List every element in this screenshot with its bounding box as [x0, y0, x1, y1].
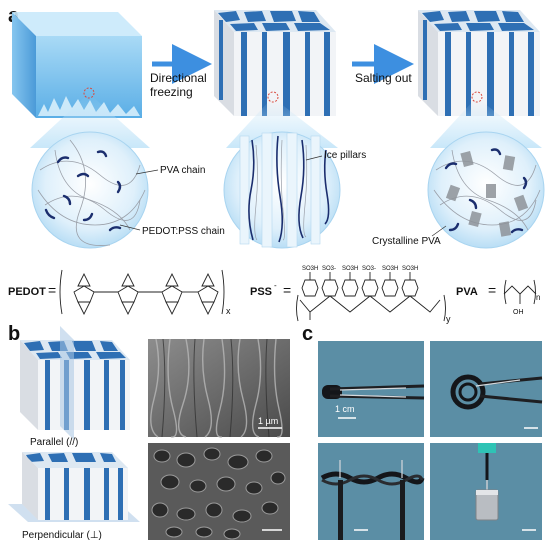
zoom-cone [30, 96, 150, 148]
panel-c-label: c [302, 323, 313, 345]
chemistry-row: PEDOT = x PSS - = [8, 266, 540, 324]
step-freezing: freezing [150, 85, 193, 99]
parallel-cube [20, 326, 130, 440]
callout-ice-pillars: Ice pillars [324, 150, 366, 161]
svg-text:=: = [48, 282, 56, 298]
sem-scale-label: 1 µm [258, 416, 278, 426]
parallel-plane [60, 326, 74, 440]
svg-text:=: = [488, 282, 496, 298]
label-parallel: Parallel (//) [30, 437, 78, 448]
salted-cube [418, 10, 540, 116]
panel-b-label: b [8, 323, 20, 345]
step-directional: Directional [150, 71, 207, 85]
precursor-cube [12, 12, 142, 118]
pss-group-4: SO3- [362, 266, 376, 272]
photo-scale-label: 1 cm [335, 404, 355, 414]
ice-pillars-circle [223, 131, 341, 249]
solution-circle [31, 131, 149, 249]
pss-group-3: SO3H [342, 266, 358, 272]
frozen-cube [214, 10, 336, 116]
svg-text:y: y [446, 314, 451, 324]
svg-text:n: n [536, 293, 540, 302]
callout-pedot-pss-chain: PEDOT:PSS chain [142, 226, 225, 237]
sem-image-parallel [148, 338, 290, 438]
sem-image-perpendicular [148, 443, 290, 540]
pedot-structure [59, 269, 225, 316]
pva-label: PVA [456, 286, 478, 298]
pva-structure [503, 279, 537, 305]
photo-twisted [318, 443, 425, 540]
photo-weight [430, 443, 542, 540]
photo-rolled [430, 341, 543, 437]
svg-text:OH: OH [513, 309, 524, 316]
zoom-cone [430, 100, 542, 148]
label-perpendicular: Perpendicular (⊥) [22, 530, 102, 541]
pss-label: PSS [250, 286, 272, 298]
pss-group-5: SO3H [382, 266, 398, 272]
svg-text:x: x [226, 306, 231, 316]
pss-structure [296, 272, 446, 322]
pedot-label: PEDOT [8, 286, 46, 298]
step-salting-out: Salting out [355, 71, 412, 85]
callout-crystalline-pva: Crystalline PVA [372, 236, 441, 247]
svg-text:=: = [283, 282, 291, 298]
photo-folded [318, 341, 425, 437]
pss-group-1: SO3H [302, 266, 318, 272]
callout-pva-chain: PVA chain [160, 165, 205, 176]
pss-group-6: SO3H [402, 266, 418, 272]
crystalline-circle [427, 131, 545, 249]
perpendicular-cube [8, 452, 140, 522]
pss-group-2: SO3- [322, 266, 336, 272]
zoom-cone [226, 100, 338, 148]
svg-text:-: - [274, 281, 277, 290]
